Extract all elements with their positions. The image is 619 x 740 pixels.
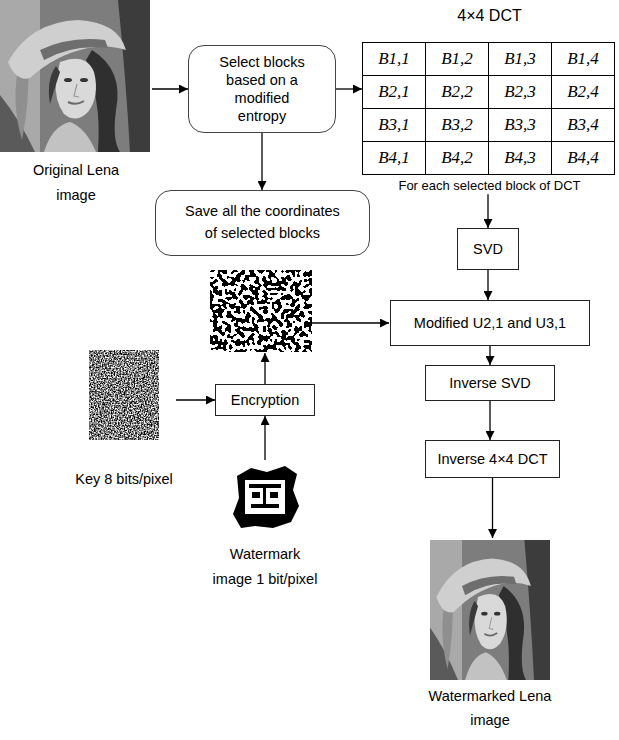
box-label: Modified U2,1 and U3,1 <box>414 314 566 332</box>
image-caption: Watermark image 1 bit/pixel <box>210 542 320 592</box>
lena-photo <box>430 540 550 680</box>
box-label: Encryption <box>231 391 300 409</box>
process-box: Encryption <box>215 384 315 416</box>
block-label: B2,3 <box>504 81 536 102</box>
dct-block-cell: B1,4 <box>551 42 615 76</box>
process-box: Inverse 4×4 DCT <box>425 440 560 478</box>
image-node: Original Lena image <box>0 0 152 208</box>
image-caption: Key 8 bits/pixel <box>75 468 173 490</box>
dct-block-cell: B2,3 <box>488 75 552 109</box>
dct-block-cell: B2,4 <box>551 75 615 109</box>
block-label: B3,4 <box>567 114 599 135</box>
dct-block-cell: B2,2 <box>425 75 489 109</box>
dct-block-cell: B3,2 <box>425 108 489 142</box>
block-label: B1,2 <box>441 48 473 69</box>
dct-block-cell: B3,4 <box>551 108 615 142</box>
encrypted-watermark <box>210 270 312 352</box>
process-box: Save all the coordinates of selected blo… <box>155 190 370 256</box>
watermark-logo <box>233 466 299 528</box>
dct-block-cell: B1,1 <box>362 42 426 76</box>
lena-photo <box>430 540 550 680</box>
dct-block-cell: B4,3 <box>488 141 552 175</box>
block-label: B3,1 <box>378 114 410 135</box>
flow-arrow <box>489 401 490 440</box>
block-label: B3,2 <box>441 114 473 135</box>
block-label: B1,1 <box>378 48 410 69</box>
flow-arrow <box>264 353 265 384</box>
watermark-logo <box>263 488 266 504</box>
watermark-logo <box>251 504 279 508</box>
watermark-logo <box>233 466 299 528</box>
dct-block-cell: B1,3 <box>488 42 552 76</box>
block-label: B1,4 <box>567 48 599 69</box>
block-label: B2,1 <box>378 81 410 102</box>
flow-arrow <box>487 194 488 228</box>
flow-arrow <box>261 133 262 190</box>
flow-arrow <box>152 88 188 89</box>
process-box: SVD <box>457 228 519 270</box>
box-label: Save all the coordinates of selected blo… <box>182 201 344 245</box>
watermark-logo <box>249 484 281 488</box>
image-caption: Watermarked Lena image <box>423 684 558 732</box>
image-node: Watermark image 1 bit/pixel <box>205 460 325 592</box>
watermark-logo <box>270 492 278 498</box>
block-label: B4,1 <box>378 147 410 168</box>
process-box: Modified U2,1 and U3,1 <box>390 300 590 346</box>
box-label: Inverse SVD <box>449 374 530 392</box>
box-label: 4×4 DCT <box>362 2 617 30</box>
dct-grid: 4×4 DCT For each selected block of DCT B1,… <box>362 2 617 194</box>
dct-block-cell: B4,2 <box>425 141 489 175</box>
flow-arrow <box>487 270 488 300</box>
image-node: Watermarked Lena image <box>415 538 565 732</box>
block-label: B4,2 <box>441 147 473 168</box>
flow-arrow <box>264 416 265 460</box>
block-label: B2,4 <box>567 81 599 102</box>
watermark-logo <box>245 480 285 514</box>
flow-arrow <box>176 399 215 400</box>
block-label: B4,3 <box>504 147 536 168</box>
key-noise <box>89 350 159 440</box>
dct-block-cell: B3,3 <box>488 108 552 142</box>
dct-block-cell: B3,1 <box>362 108 426 142</box>
dct-block-cell: B4,1 <box>362 141 426 175</box>
block-label: B4,4 <box>567 147 599 168</box>
process-box: Inverse SVD <box>425 365 555 401</box>
flow-arrow <box>336 88 362 89</box>
block-label: B2,2 <box>441 81 473 102</box>
box-label: Select blocks based on a modified entrop… <box>212 53 312 126</box>
dct-block-cell: B1,2 <box>425 42 489 76</box>
box-label: SVD <box>473 240 503 258</box>
block-label: B3,3 <box>504 114 536 135</box>
watermark-logo <box>252 492 260 498</box>
dct-block-cell: B4,4 <box>551 141 615 175</box>
process-box: Select blocks based on a modified entrop… <box>188 45 336 133</box>
flow-arrow <box>489 346 490 365</box>
flow-arrow <box>492 478 493 538</box>
flow-arrow <box>312 322 389 323</box>
block-label: B1,3 <box>504 48 536 69</box>
box-label: For each selected block of DCT <box>362 178 617 194</box>
lena-photo <box>0 0 150 152</box>
box-label: Inverse 4×4 DCT <box>437 450 547 468</box>
dct-block-cell: B2,1 <box>362 75 426 109</box>
image-node: Key 8 bits/pixel <box>72 350 176 490</box>
image-caption: Original Lena image <box>21 158 131 208</box>
